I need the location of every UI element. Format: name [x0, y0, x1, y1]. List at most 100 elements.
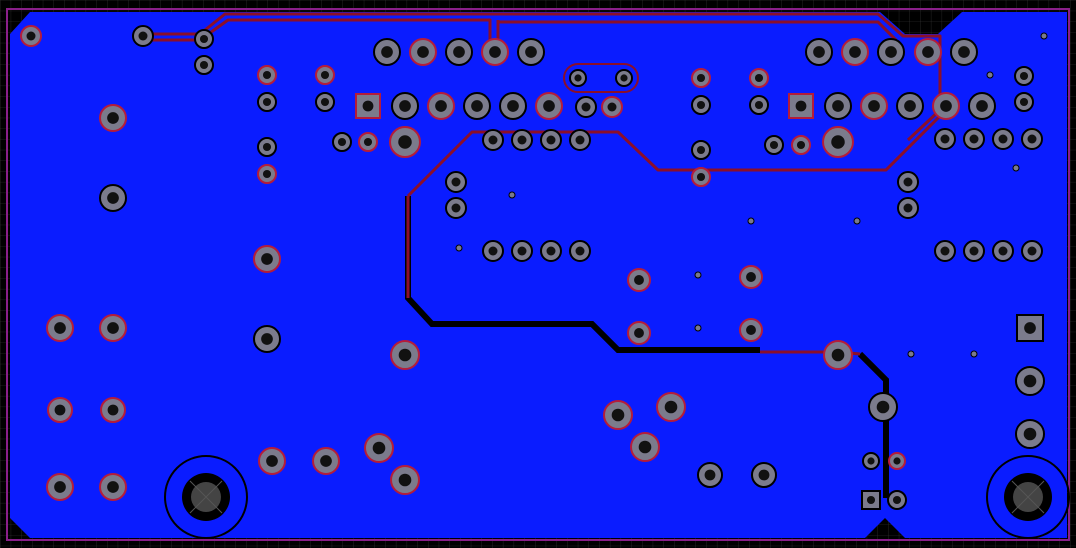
- pad-hole: [867, 457, 875, 465]
- pad-hole: [107, 322, 119, 334]
- pad-hole: [320, 97, 330, 107]
- pad-hole: [813, 46, 825, 58]
- pad-hole: [507, 100, 519, 112]
- pad-hole: [26, 31, 36, 41]
- via: [986, 71, 994, 79]
- pad-hole: [363, 137, 373, 147]
- pad-hole: [831, 135, 845, 149]
- pad-hole: [607, 102, 617, 112]
- pad-hole: [1024, 322, 1036, 334]
- mounting-hole-right: [986, 455, 1070, 539]
- pad-hole: [199, 60, 209, 70]
- pad-hole: [1027, 246, 1037, 256]
- pad-hole: [107, 404, 119, 416]
- pad-hole: [417, 46, 429, 58]
- pad-hole: [849, 46, 861, 58]
- pad-hole: [1027, 134, 1037, 144]
- pad-hole: [54, 322, 66, 334]
- pad-hole: [546, 246, 556, 256]
- pad-hole: [998, 134, 1008, 144]
- pad-hole: [435, 100, 447, 112]
- pad-hole: [969, 246, 979, 256]
- pad-hole: [372, 441, 386, 455]
- pad-hole: [696, 100, 706, 110]
- board-outline: [6, 8, 1070, 541]
- via: [455, 244, 463, 252]
- pad-hole: [546, 135, 556, 145]
- pad-hole: [54, 404, 66, 416]
- mounting-hole-left: [164, 455, 248, 539]
- pad-hole: [795, 100, 807, 112]
- pad-hole: [138, 31, 148, 41]
- pad-hole: [1023, 427, 1037, 441]
- pad-hole: [976, 100, 988, 112]
- pad-hole: [262, 169, 272, 179]
- pad-hole: [337, 137, 347, 147]
- pad-hole: [543, 100, 555, 112]
- pad-hole: [868, 100, 880, 112]
- pad-hole: [634, 275, 644, 285]
- pad-hole: [831, 348, 845, 362]
- pad-hole: [885, 46, 897, 58]
- via: [907, 350, 915, 358]
- pad-hole: [1023, 374, 1037, 388]
- pad-hole: [866, 495, 876, 505]
- pad-hole: [575, 246, 585, 256]
- pad-hole: [398, 135, 412, 149]
- pad-hole: [261, 253, 273, 265]
- pad-hole: [903, 177, 913, 187]
- pad-hole: [398, 348, 412, 362]
- pad-hole: [696, 73, 706, 83]
- pad-hole: [54, 481, 66, 493]
- pad-hole: [453, 46, 465, 58]
- pad-hole: [746, 272, 756, 282]
- pad-hole: [320, 455, 332, 467]
- via: [1012, 164, 1020, 172]
- pad-hole: [958, 46, 970, 58]
- pad-hole: [746, 325, 756, 335]
- vias: [455, 32, 1048, 358]
- pad-hole: [796, 140, 806, 150]
- pad-hole: [199, 34, 209, 44]
- pad-hole: [893, 457, 901, 465]
- via: [1040, 32, 1048, 40]
- clearance-channel-2: [857, 351, 889, 498]
- pad-hole: [261, 333, 273, 345]
- pad-hole: [488, 135, 498, 145]
- pad-hole: [517, 246, 527, 256]
- pad-hole: [451, 203, 461, 213]
- pad-hole: [575, 135, 585, 145]
- pad-hole: [107, 481, 119, 493]
- pad-hole: [398, 473, 412, 487]
- pad-hole: [638, 440, 652, 454]
- pad-hole: [634, 328, 644, 338]
- pad-hole: [611, 408, 625, 422]
- via: [970, 350, 978, 358]
- pad-hole: [1019, 97, 1029, 107]
- pad-hole: [892, 495, 902, 505]
- via: [508, 191, 516, 199]
- pad-hole: [664, 400, 678, 414]
- pad-hole: [704, 469, 716, 481]
- pad-hole: [876, 400, 890, 414]
- via: [747, 217, 755, 225]
- pad-hole: [525, 46, 537, 58]
- pad-hole: [903, 203, 913, 213]
- pad-hole: [904, 100, 916, 112]
- oval-pad-outline: [563, 63, 639, 93]
- pad-hole: [262, 142, 272, 152]
- pad-hole: [754, 100, 764, 110]
- via: [694, 324, 702, 332]
- pad-hole: [266, 455, 278, 467]
- via: [853, 217, 861, 225]
- pad-hole: [381, 46, 393, 58]
- pad-hole: [451, 177, 461, 187]
- pad-hole: [581, 102, 591, 112]
- pad-hole: [696, 145, 706, 155]
- pad-hole: [320, 70, 330, 80]
- pad-hole: [574, 74, 582, 82]
- pad-hole: [399, 100, 411, 112]
- pad-hole: [471, 100, 483, 112]
- pad-hole: [489, 46, 501, 58]
